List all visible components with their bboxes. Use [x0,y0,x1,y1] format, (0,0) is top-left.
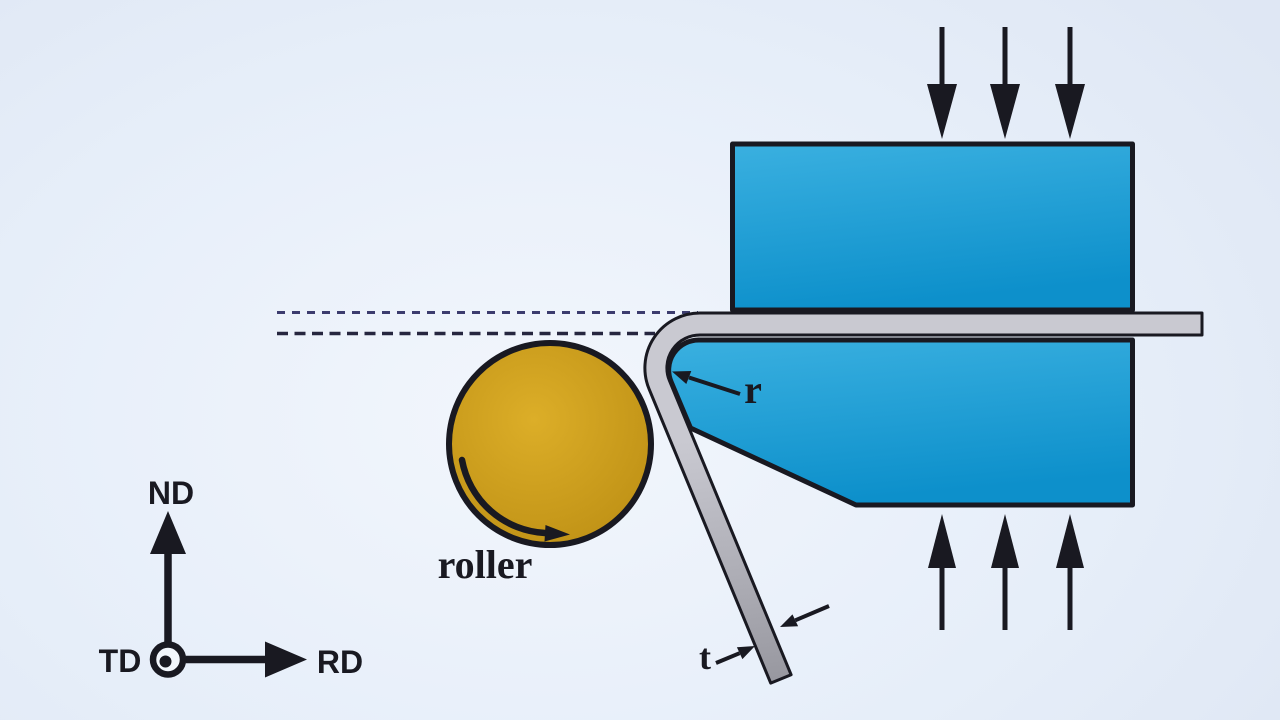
reference-lines [277,311,698,336]
lower-die-block [666,337,1135,508]
bent-sheet [643,311,1204,685]
rd-axis-arrowhead-icon [265,641,307,678]
thickness-arrowhead-left-icon [736,646,755,660]
roller-wheel [446,340,654,548]
bend-radius-leader-line [688,375,741,396]
rd-axis-label: RD [317,644,363,680]
bend-radius-arrowhead-icon [672,371,692,384]
coordinate-axes: ND TD RD [99,475,363,680]
td-axis-center-dot-icon [159,655,172,668]
clamp-force-arrows-bottom [928,514,1084,630]
upper-die-block [730,141,1135,313]
thickness-leader-line-right [794,604,830,623]
thickness-label: t [699,637,711,677]
roller-rotation-arrowhead-icon [544,525,570,542]
thickness-arrowhead-right-icon [780,614,799,627]
up-arrow-icon [991,514,1019,630]
td-axis-label: TD [99,643,142,679]
clamp-force-arrows-top [927,27,1085,139]
thickness-leader-line-left [715,651,741,665]
down-arrow-icon [990,27,1020,139]
bend-radius-annotation: r [672,367,762,412]
roller-label: roller [438,542,533,587]
nd-axis-arrowhead-icon [150,511,186,554]
roller-rotation-arrow [458,456,549,537]
thickness-annotation: t [699,604,830,677]
down-arrow-icon [927,27,957,139]
up-arrow-icon [928,514,956,630]
up-arrow-icon [1056,514,1084,630]
roller-group: roller [438,340,654,587]
nd-axis-label: ND [148,475,194,511]
bend-radius-label: r [744,367,762,412]
down-arrow-icon [1055,27,1085,139]
